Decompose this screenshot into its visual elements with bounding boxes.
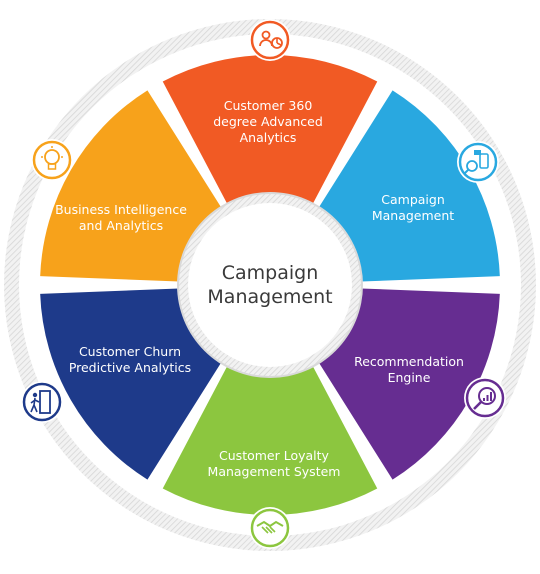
- segment-customer-churn[interactable]: [40, 288, 224, 480]
- customer-profile-icon[interactable]: [249, 19, 291, 61]
- segment-label-customer-churn[interactable]: Customer Churn Predictive Analytics: [68, 344, 192, 375]
- exit-door-icon[interactable]: [21, 381, 63, 423]
- lightbulb-icon[interactable]: [31, 139, 73, 181]
- segment-label-campaign-management[interactable]: Campaign Management: [371, 192, 455, 223]
- center-title-line-2: Management: [207, 286, 333, 308]
- center-title-line-1: Campaign: [221, 262, 319, 284]
- handshake-icon[interactable]: [249, 507, 291, 549]
- segment-customer-360[interactable]: [162, 55, 378, 208]
- segment-campaign-management[interactable]: [316, 90, 500, 282]
- segment-label-customer-loyalty[interactable]: Customer Loyalty Management System: [207, 448, 341, 479]
- segment-customer-loyalty[interactable]: [162, 362, 378, 515]
- search-devices-icon[interactable]: [457, 141, 499, 183]
- segment-business-intelligence[interactable]: [40, 90, 224, 282]
- segment-recommendation-engine[interactable]: [316, 288, 500, 480]
- center-title: Campaign Management: [190, 261, 350, 309]
- segment-label-business-intelligence[interactable]: Business Intelligence and Analytics: [55, 202, 187, 233]
- center-circle: [188, 203, 352, 367]
- segment-label-customer-360[interactable]: Customer 360 degree Advanced Analytics: [213, 98, 323, 145]
- analytics-magnifier-icon[interactable]: [464, 377, 506, 419]
- segment-label-recommendation-engine[interactable]: Recommendation Engine: [354, 354, 464, 385]
